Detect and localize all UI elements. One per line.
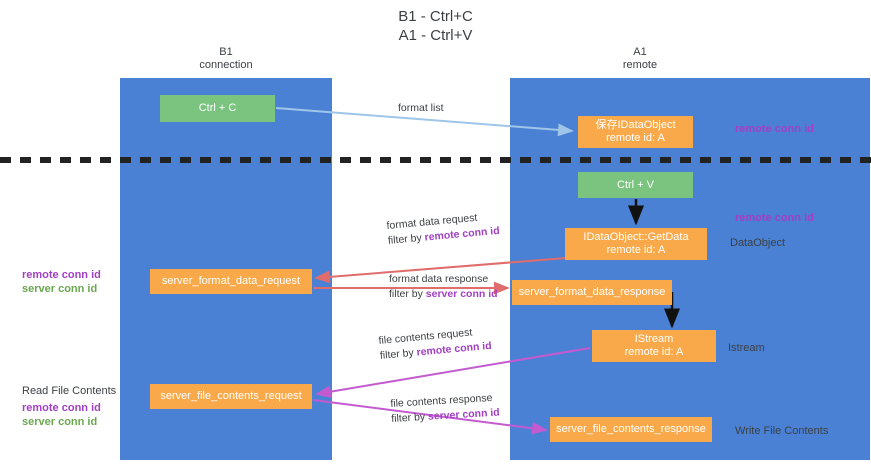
node-istream-label: IStream (634, 333, 674, 345)
annotation-format-list: format list (398, 101, 444, 116)
node-server-format-data-request[interactable]: server_format_data_request (150, 269, 312, 294)
filter-prefix: filter by (389, 288, 426, 300)
annotation-format-data-response: format data response filter by server co… (389, 272, 498, 302)
annotation-format-data-response-line2: filter by server conn id (389, 287, 498, 302)
label-istream: Istream (728, 342, 765, 354)
annotation-file-contents-response: file contents response filter by server … (390, 391, 500, 427)
node-idataobject-getdata[interactable]: IDataObject::GetData remote id: A (565, 228, 707, 260)
node-istream-sub: remote id: A (624, 346, 684, 358)
node-idataobject-label: 保存IDataObject (595, 119, 676, 131)
diagram-title: B1 - Ctrl+C A1 - Ctrl+V (0, 7, 871, 45)
node-server-file-contents-request-label: server_file_contents_request (160, 390, 302, 402)
node-server-format-data-response-label: server_format_data_response (518, 286, 666, 298)
label-left-remote-conn-id: remote conn id (22, 269, 101, 281)
column-header-b1-sub: connection (199, 59, 253, 71)
node-ctrl-c-label: Ctrl + C (198, 102, 237, 114)
column-header-b1-name: B1 (219, 46, 233, 58)
node-ctrl-c[interactable]: Ctrl + C (160, 95, 275, 122)
column-header-a1-sub: remote (622, 59, 658, 71)
node-ctrl-v-label: Ctrl + V (617, 178, 654, 191)
label-left-server-conn-id-2: server conn id (22, 416, 98, 428)
node-server-file-contents-response-label: server_file_contents_response (556, 423, 706, 435)
annotation-file-contents-request: file contents request filter by remote c… (378, 324, 492, 364)
node-server-format-data-request-label: server_format_data_request (161, 275, 301, 287)
column-header-b1: B1 connection (146, 46, 306, 72)
node-server-format-data-response[interactable]: server_format_data_response (512, 280, 672, 305)
label-remote-conn-id-mid: remote conn id (735, 212, 814, 224)
label-write-file-contents: Write File Contents (735, 425, 829, 437)
node-server-file-contents-request[interactable]: server_file_contents_request (150, 384, 312, 409)
filter-prefix: filter by (379, 346, 418, 362)
annotation-format-data-response-line1: format data response (389, 273, 489, 285)
title-line-1: B1 - Ctrl+C (398, 8, 473, 25)
filter-prefix: filter by (390, 410, 429, 425)
node-server-file-contents-response[interactable]: server_file_contents_response (550, 417, 712, 442)
label-left-server-conn-id: server conn id (22, 283, 98, 295)
node-getdata-label: IDataObject::GetData (583, 231, 689, 243)
label-remote-conn-id-top: remote conn id (735, 123, 814, 135)
title-line-2: A1 - Ctrl+V (398, 27, 473, 44)
filter-key-server-conn-id: server conn id (427, 406, 501, 423)
annotation-format-data-request: format data request filter by remote con… (386, 209, 500, 249)
node-idataobject[interactable]: 保存IDataObject remote id: A (578, 116, 693, 148)
node-ctrl-v[interactable]: Ctrl + V (578, 172, 693, 198)
node-idataobject-sub: remote id: A (606, 132, 665, 144)
label-left-conn-ids-bottom: remote conn id server conn id (22, 401, 101, 429)
node-getdata-sub: remote id: A (606, 244, 666, 256)
label-read-file-contents: Read File Contents (22, 385, 117, 397)
label-left-remote-conn-id-2: remote conn id (22, 402, 101, 414)
label-data-object: DataObject (730, 237, 786, 249)
label-left-conn-ids-top: remote conn id server conn id (22, 268, 101, 296)
column-header-a1: A1 remote (560, 46, 720, 72)
column-header-a1-name: A1 (633, 46, 647, 58)
filter-prefix: filter by (387, 231, 426, 247)
filter-key-server-conn-id: server conn id (425, 288, 498, 300)
node-istream[interactable]: IStream remote id: A (592, 330, 716, 362)
annotation-format-list-text: format list (398, 102, 444, 114)
